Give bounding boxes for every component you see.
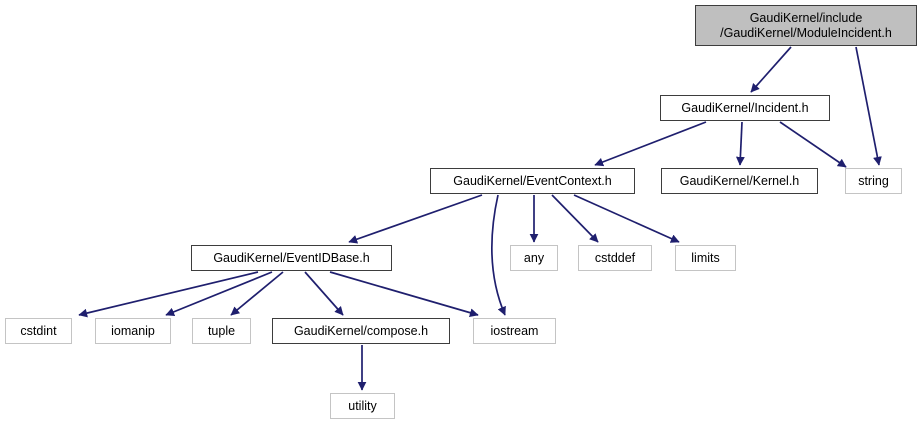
node-compose[interactable]: GaudiKernel/compose.h [272, 318, 450, 344]
node-any-label: any [523, 250, 545, 265]
node-limits[interactable]: limits [675, 245, 736, 271]
node-eventcontext-label: GaudiKernel/EventContext.h [453, 173, 612, 188]
edge-eventidbase-tuple [230, 271, 284, 316]
edge-eventcontext-cstddef [551, 194, 599, 243]
node-cstddef[interactable]: cstddef [578, 245, 652, 271]
node-eventcontext[interactable]: GaudiKernel/EventContext.h [430, 168, 635, 194]
node-cstdint-label: cstdint [20, 323, 57, 338]
edge-eventidbase-iostream [329, 271, 479, 317]
node-string[interactable]: string [845, 168, 902, 194]
node-tuple[interactable]: tuple [192, 318, 251, 344]
node-iostream-label: iostream [490, 323, 539, 338]
edge-moduleincident-string [855, 46, 882, 166]
node-utility[interactable]: utility [330, 393, 395, 419]
node-tuple-label: tuple [207, 323, 236, 338]
node-iomanip-label: iomanip [111, 323, 155, 338]
node-limits-label: limits [691, 250, 720, 265]
node-eventidbase[interactable]: GaudiKernel/EventIDBase.h [191, 245, 392, 271]
node-moduleincident[interactable]: GaudiKernel/include /GaudiKernel/ModuleI… [695, 5, 917, 46]
node-kernel-label: GaudiKernel/Kernel.h [679, 173, 800, 188]
node-eventidbase-label: GaudiKernel/EventIDBase.h [213, 250, 370, 265]
node-cstddef-label: cstddef [594, 250, 636, 265]
node-kernel[interactable]: GaudiKernel/Kernel.h [661, 168, 818, 194]
node-compose-label: GaudiKernel/compose.h [293, 323, 429, 338]
edge-eventcontext-limits [573, 194, 680, 243]
node-incident-label: GaudiKernel/Incident.h [681, 100, 809, 115]
node-string-label: string [858, 173, 889, 188]
edge-eventidbase-iomanip [165, 271, 273, 317]
node-any[interactable]: any [510, 245, 558, 271]
node-moduleincident-label: GaudiKernel/include /GaudiKernel/ModuleI… [720, 10, 892, 40]
node-cstdint[interactable]: cstdint [5, 318, 72, 344]
edge-incident-eventcontext [594, 121, 707, 167]
edge-eventcontext-eventidbase [348, 194, 483, 244]
node-iomanip[interactable]: iomanip [95, 318, 171, 344]
edge-moduleincident-incident [750, 46, 792, 93]
edge-eventcontext-iostream [490, 194, 506, 316]
node-incident[interactable]: GaudiKernel/Incident.h [660, 95, 830, 121]
edge-incident-kernel [735, 121, 745, 166]
edge-eventidbase-compose [304, 271, 344, 316]
node-iostream[interactable]: iostream [473, 318, 556, 344]
node-utility-label: utility [348, 398, 377, 413]
edge-incident-string [779, 121, 847, 168]
edge-eventidbase-cstdint [78, 271, 259, 318]
